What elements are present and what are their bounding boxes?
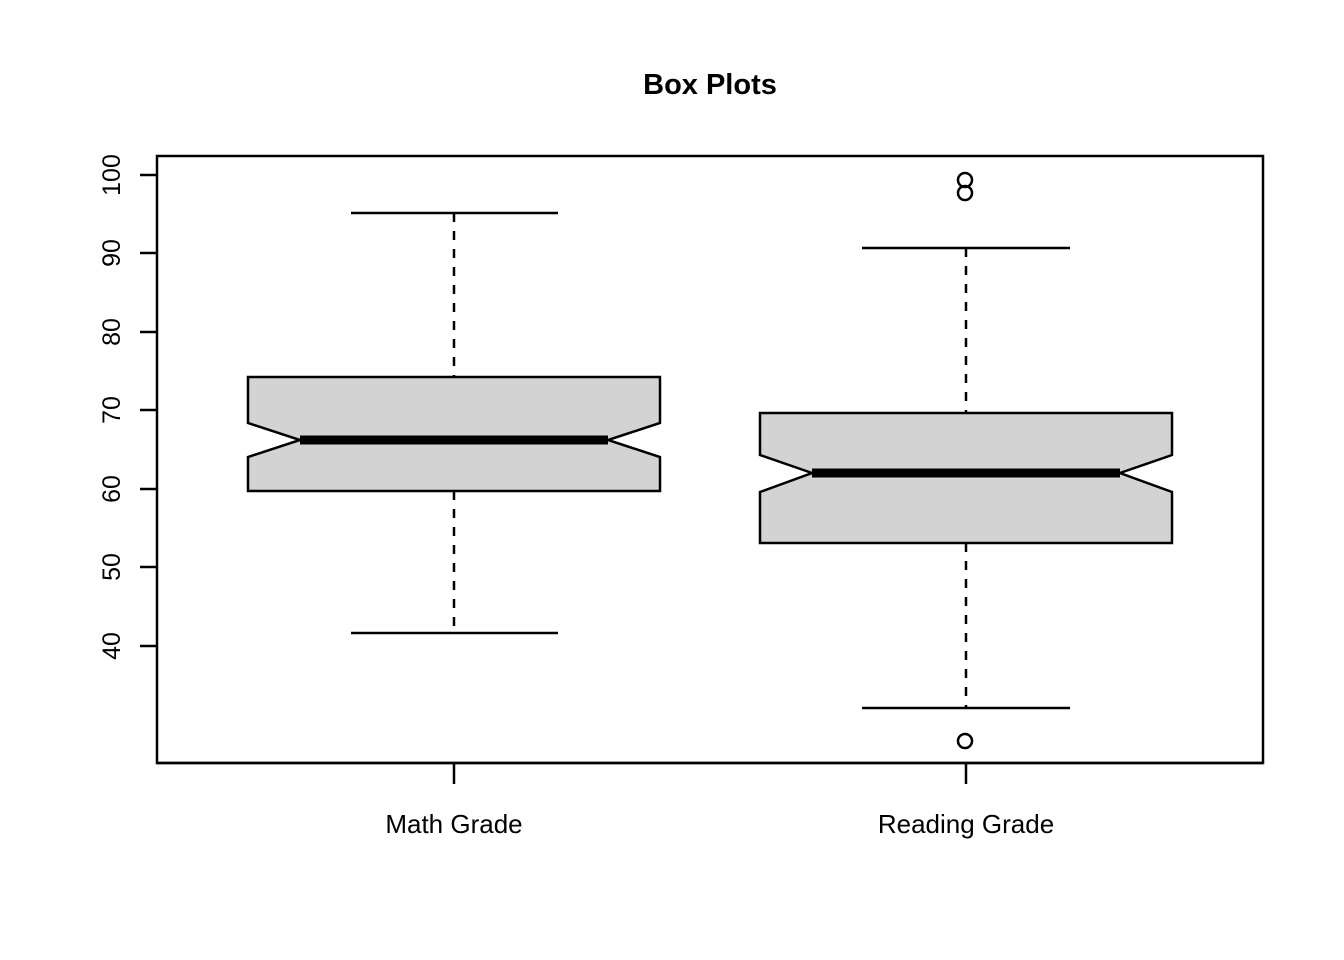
outlier-point-high-2 (956, 184, 974, 202)
outlier-point-low-1 (956, 732, 974, 750)
box-body-math (246, 375, 662, 493)
x-axis: Math Grade Reading Grade (157, 761, 1263, 839)
box-body-reading (758, 411, 1174, 545)
y-tick-label-70: 70 (98, 396, 126, 424)
box-reading-grade (758, 171, 1174, 750)
y-tick-label-50: 50 (98, 553, 126, 581)
box-math-grade (246, 211, 662, 635)
y-axis: 100 90 80 70 60 50 40 (98, 154, 157, 660)
y-tick-label-80: 80 (98, 318, 126, 346)
y-tick-label-100: 100 (98, 154, 126, 196)
y-tick-label-60: 60 (98, 475, 126, 503)
page-title: Box Plots (643, 69, 777, 101)
x-tick-label-math: Math Grade (385, 809, 522, 839)
x-tick-label-reading: Reading Grade (878, 809, 1054, 839)
y-tick-label-90: 90 (98, 239, 126, 267)
y-tick-label-40: 40 (98, 632, 126, 660)
